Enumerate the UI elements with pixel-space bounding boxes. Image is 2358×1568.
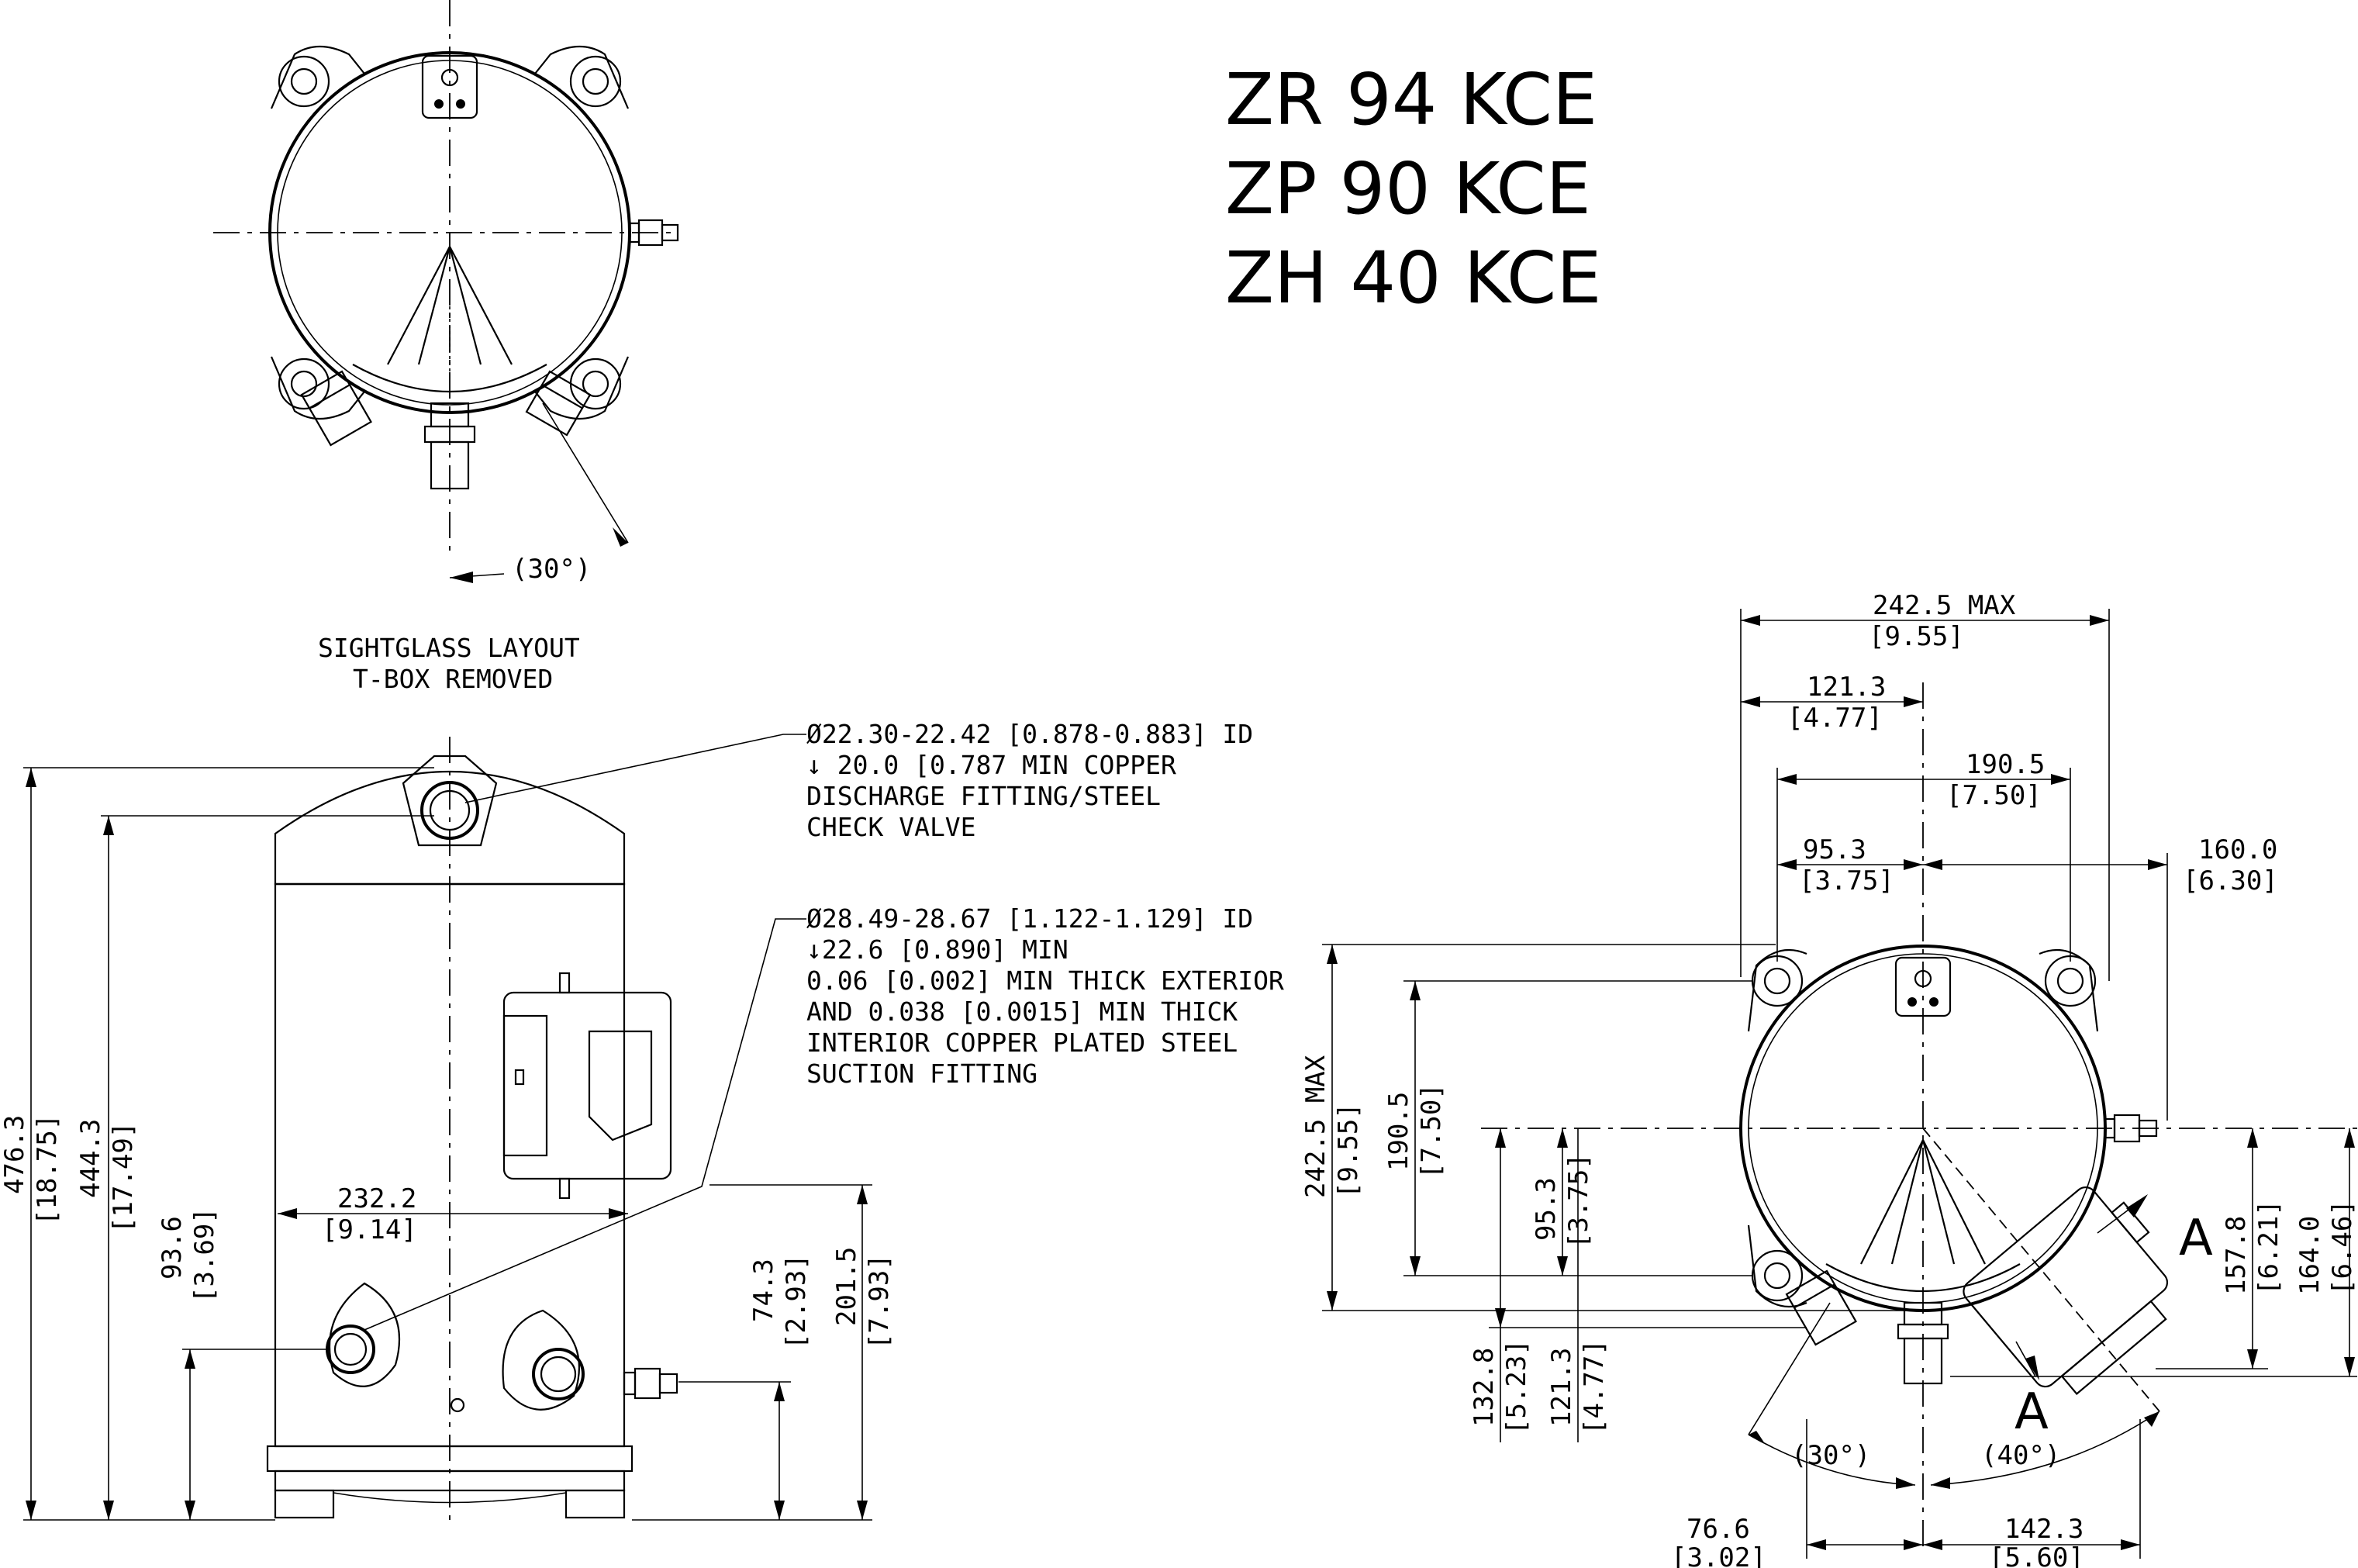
- dim-plan-tbox-y-in: [6.21]: [2253, 1200, 2284, 1295]
- dim-plan-max-width: 242.5 MAX: [1873, 590, 2016, 621]
- dim-plan-mount-span-v-in: [7.50]: [1416, 1083, 1447, 1179]
- dim-plan-fitting-offset-in: [6.30]: [2183, 865, 2278, 896]
- dim-suction-height-in: [3.69]: [189, 1207, 220, 1303]
- suction-note-line3: 0.06 [0.002] MIN THICK EXTERIOR: [806, 965, 1284, 996]
- dim-plan-tbox-x-in: [5.60]: [1989, 1542, 2084, 1568]
- suction-fitting-note: Ø28.49-28.67 [1.122-1.129] ID ↓22.6 [0.8…: [806, 903, 1284, 1089]
- dim-plan-half-width-in: [4.77]: [1787, 703, 1883, 734]
- dim-plan-disch-y-in: [5.23]: [1501, 1339, 1532, 1435]
- dim-plan-tbox-x: 142.3: [2004, 1514, 2084, 1545]
- dim-overall-height: 476.3: [0, 1115, 30, 1194]
- side-view: 476.3 [18.75] 444.3 [17.49] 93.6 [3.69] …: [0, 734, 895, 1521]
- dim-plan-max-width-in: [9.55]: [1869, 621, 1964, 652]
- dim-plan-mount-span: 190.5: [1966, 749, 2045, 780]
- dim-plan-disch-x-in: [3.02]: [1671, 1542, 1766, 1568]
- discharge-note-line2: ↓ 20.0 [0.787 MIN COPPER: [806, 750, 1176, 780]
- plan-view: (30°) (40°) A A 242.5 MAX [9.55] 121.3 […: [1300, 590, 2358, 1568]
- dim-plan-mount-half: 95.3: [1803, 834, 1866, 865]
- dim-plan-fitting-offset: 160.0: [2198, 834, 2277, 865]
- plan-angle-40: (40°): [1981, 1440, 2060, 1471]
- suction-note-line6: SUCTION FITTING: [806, 1059, 1037, 1089]
- suction-note-line5: INTERIOR COPPER PLATED STEEL: [806, 1027, 1238, 1058]
- dim-plan-mount-span-in: [7.50]: [1946, 780, 2042, 811]
- suction-note-line1: Ø28.49-28.67 [1.122-1.129] ID: [806, 903, 1253, 934]
- dim-plan-mount-half-v: 95.3: [1531, 1177, 1562, 1241]
- discharge-fitting-note: Ø22.30-22.42 [0.878-0.883] ID ↓ 20.0 [0.…: [806, 719, 1253, 842]
- dim-width-in: [9.14]: [322, 1214, 417, 1245]
- discharge-note-line4: CHECK VALVE: [806, 812, 976, 842]
- dim-plan-max-depth-in: [9.55]: [1333, 1103, 1364, 1198]
- model-title-1: ZR 94 KCE: [1225, 58, 1597, 141]
- dim-discharge-height: 444.3: [75, 1119, 106, 1198]
- dim-overall-height-in: [18.75]: [32, 1114, 63, 1225]
- discharge-note-line1: Ø22.30-22.42 [0.878-0.883] ID: [806, 719, 1253, 749]
- discharge-note-line3: DISCHARGE FITTING/STEEL: [806, 781, 1161, 811]
- dim-plan-mount-span-v: 190.5: [1383, 1092, 1414, 1171]
- dim-plan-max-depth: 242.5 MAX: [1300, 1055, 1331, 1198]
- dim-discharge-height-in: [17.49]: [108, 1122, 139, 1233]
- dim-plan-suction-y-in: [6.46]: [2327, 1200, 2358, 1295]
- dim-tbox-height: 201.5: [831, 1247, 862, 1326]
- dim-plan-mount-half-in: [3.75]: [1799, 865, 1894, 896]
- model-title-2: ZP 90 KCE: [1225, 147, 1591, 230]
- suction-note-line4: AND 0.038 [0.0015] MIN THICK: [806, 996, 1238, 1027]
- dim-plan-half-depth-in: [4.77]: [1579, 1339, 1610, 1435]
- model-titles: ZR 94 KCE ZP 90 KCE ZH 40 KCE: [1225, 58, 1601, 319]
- top-view: (30°) SIGHTGLASS LAYOUT T-BOX REMOVED: [213, 0, 679, 694]
- dim-plan-suction-y: 164.0: [2294, 1216, 2325, 1295]
- plan-angle-30: (30°): [1791, 1440, 1870, 1471]
- sightglass-caption-line2: T-BOX REMOVED: [353, 664, 553, 694]
- top-angle-label: (30°): [512, 554, 591, 585]
- dim-plan-half-width: 121.3: [1807, 672, 1886, 703]
- sightglass-caption-line1: SIGHTGLASS LAYOUT: [318, 633, 580, 663]
- dim-fitting-height-in: [2.93]: [781, 1254, 812, 1349]
- dim-plan-disch-y: 132.8: [1469, 1348, 1500, 1427]
- dim-plan-tbox-y: 157.8: [2221, 1216, 2252, 1295]
- dim-plan-disch-x: 76.6: [1687, 1514, 1750, 1545]
- view-label-a2: A: [2014, 1383, 2049, 1441]
- model-title-3: ZH 40 KCE: [1225, 237, 1601, 319]
- dim-suction-height: 93.6: [157, 1216, 188, 1280]
- dim-fitting-height: 74.3: [748, 1259, 779, 1322]
- dim-tbox-height-in: [7.93]: [864, 1254, 895, 1349]
- dim-plan-half-depth: 121.3: [1546, 1348, 1577, 1427]
- view-label-a1: A: [2179, 1210, 2213, 1267]
- suction-note-line2: ↓22.6 [0.890] MIN: [806, 934, 1069, 965]
- dim-width: 232.2: [337, 1183, 416, 1214]
- dim-plan-mount-half-v-in: [3.75]: [1563, 1153, 1594, 1249]
